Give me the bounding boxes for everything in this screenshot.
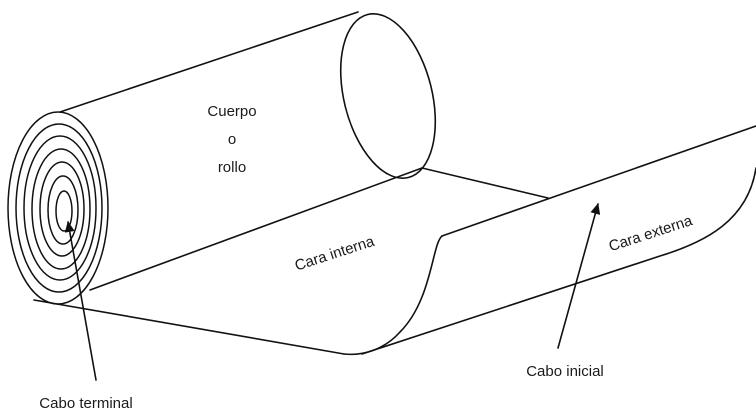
roll-ring <box>39 161 85 257</box>
roll-top-edge <box>59 11 359 113</box>
inner-face-label: Cara interna <box>293 233 377 275</box>
terminal-end-label: Cabo terminal <box>39 395 132 412</box>
roll-near-end-rings <box>7 111 109 305</box>
roll-ring <box>23 135 97 281</box>
roll-ring <box>47 175 79 245</box>
roll-far-end <box>339 13 437 179</box>
roll-ring <box>15 123 103 293</box>
body-label-line1: Cuerpo <box>207 103 256 120</box>
sheet-top-edge <box>441 125 756 237</box>
start-end-label: Cabo inicial <box>526 363 604 380</box>
terminal-end-arrow <box>64 221 97 381</box>
roll-ring <box>55 190 73 232</box>
sheet-fold-line <box>421 167 549 199</box>
roll-bottom-edge <box>89 167 423 291</box>
sheet-bottom-left-edge <box>33 299 345 355</box>
start-end-arrow <box>557 203 601 349</box>
roll-ring <box>7 111 109 305</box>
roll-ring <box>31 148 91 270</box>
sheet-bottom-right-edge <box>361 167 756 355</box>
body-label-line3: rollo <box>218 159 246 176</box>
body-label-line2: o <box>228 131 236 148</box>
